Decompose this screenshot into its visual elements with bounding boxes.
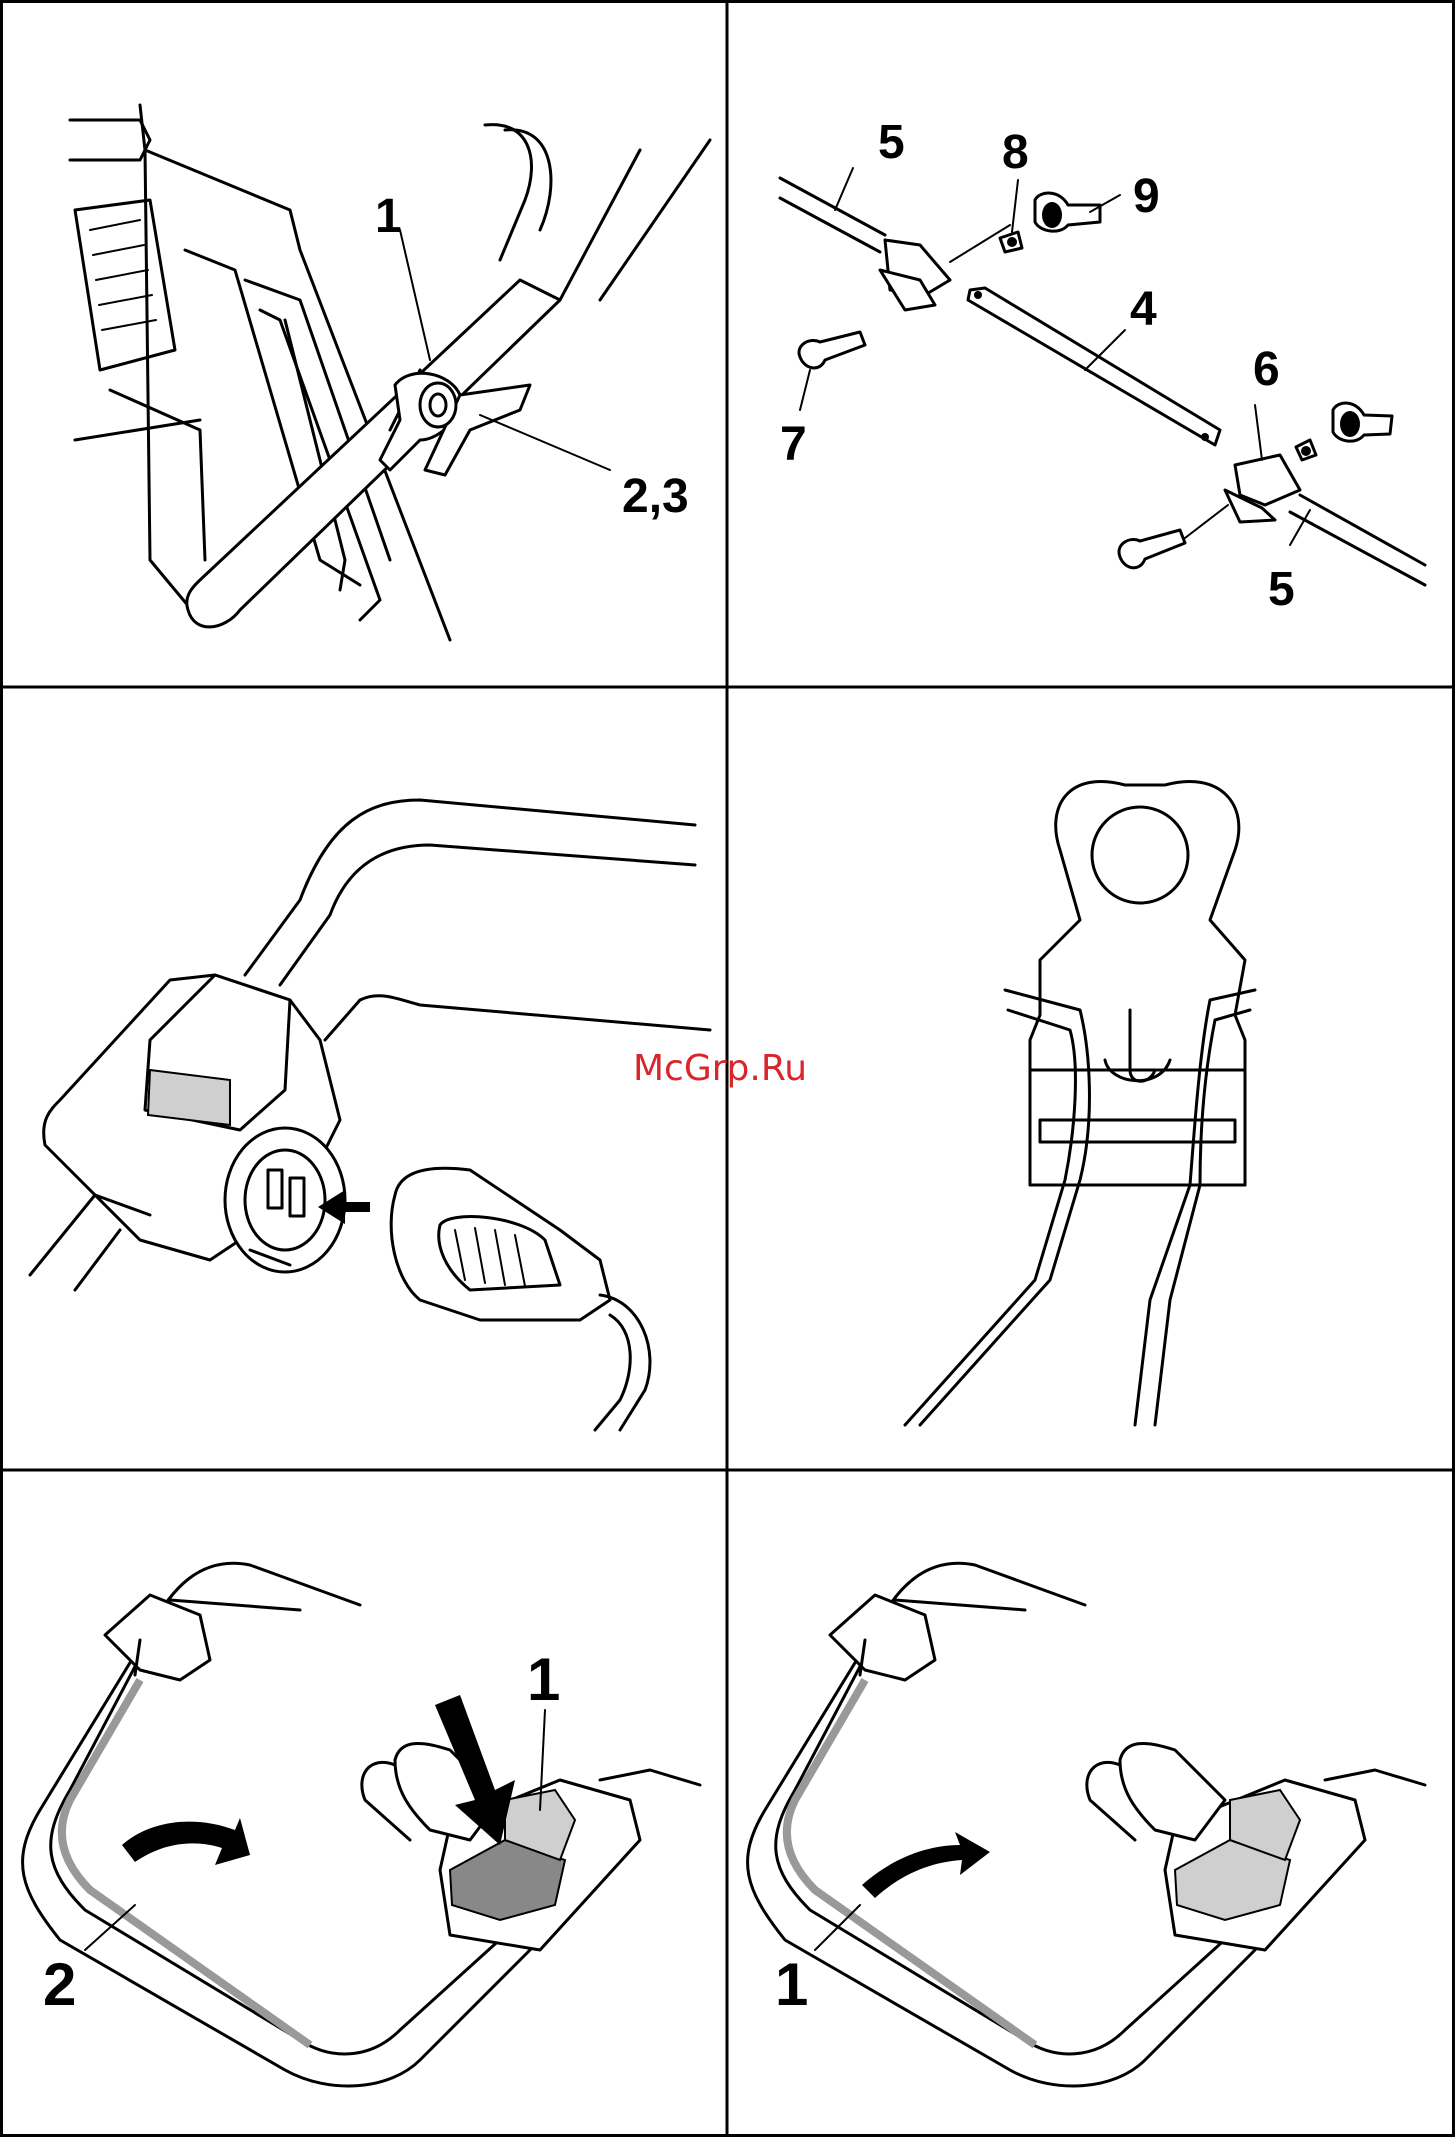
panel-release-lever: 1 xyxy=(748,1563,1425,2086)
label-lever: 2 xyxy=(43,1951,76,2018)
label-part-5-top: 5 xyxy=(878,116,905,169)
panel-strain-relief xyxy=(905,781,1255,1425)
label-part-6: 6 xyxy=(1253,343,1280,396)
panel-press-button: 1 2 xyxy=(23,1563,700,2086)
panel-plug-socket xyxy=(30,800,710,1430)
label-part-4: 4 xyxy=(1130,283,1157,336)
label-part-5-bottom: 5 xyxy=(1268,563,1295,616)
watermark-text: McGrp.Ru xyxy=(633,1048,807,1089)
label-clamp-knob: 2,3 xyxy=(622,470,689,523)
label-part-8: 8 xyxy=(1002,126,1029,179)
label-safety-button: 1 xyxy=(527,1646,560,1713)
label-part-9: 9 xyxy=(1133,170,1160,223)
label-part-7: 7 xyxy=(780,418,807,471)
panel-handle-clamp: 1 2,3 xyxy=(70,105,710,640)
label-lever-released: 1 xyxy=(775,1951,808,2018)
panel-crossbar-assembly: 5 8 9 4 6 7 5 xyxy=(780,116,1425,616)
label-handle: 1 xyxy=(375,190,402,243)
